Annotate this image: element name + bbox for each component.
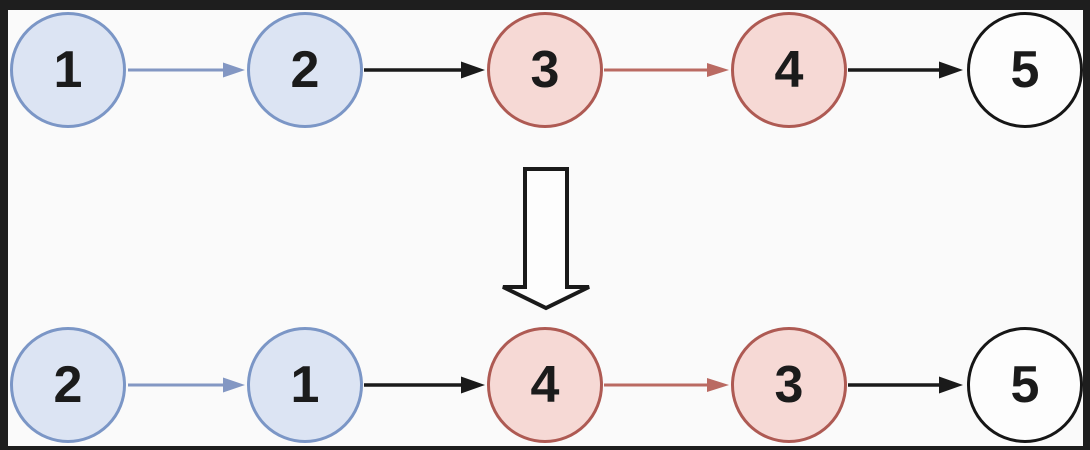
node-before-2: 2: [247, 12, 363, 128]
arrow-after-4-to-3: [604, 378, 729, 392]
node-value: 5: [1010, 356, 1040, 414]
node-value: 4: [530, 356, 560, 414]
node-before-1: 1: [10, 12, 126, 128]
node-value: 4: [774, 41, 804, 99]
node-after-5: 5: [967, 327, 1083, 443]
node-before-4: 4: [731, 12, 847, 128]
node-after-2: 1: [247, 327, 363, 443]
arrow-before-4-to-5: [848, 61, 963, 79]
node-value: 3: [530, 41, 560, 99]
node-value: 3: [774, 356, 804, 414]
node-after-4: 3: [731, 327, 847, 443]
arrow-after-2-to-1: [128, 377, 245, 393]
arrow-after-1-to-4: [364, 376, 485, 394]
node-value: 5: [1010, 41, 1040, 99]
node-value: 2: [53, 356, 83, 414]
arrow-after-3-to-5: [848, 376, 963, 394]
arrow-before-1-to-2: [128, 62, 245, 78]
node-value: 1: [290, 356, 320, 414]
arrow-before-2-to-3: [364, 61, 485, 79]
node-after-1: 2: [10, 327, 126, 443]
transform-down-arrow: [502, 167, 590, 311]
node-value: 1: [53, 41, 83, 99]
node-before-5: 5: [967, 12, 1083, 128]
node-before-3: 3: [487, 12, 603, 128]
arrow-before-3-to-4: [604, 63, 729, 77]
node-after-3: 4: [487, 327, 603, 443]
node-value: 2: [290, 41, 320, 99]
